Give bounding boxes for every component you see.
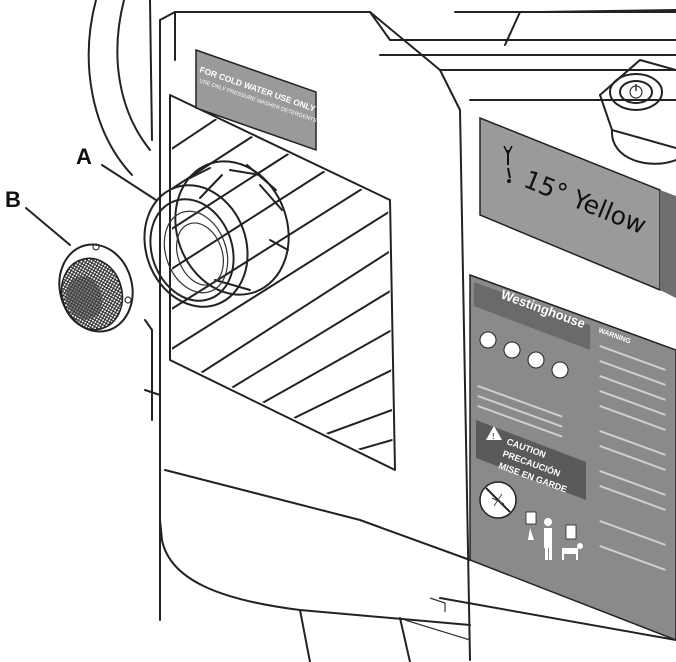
callout-b: B: [5, 187, 71, 246]
nozzle-tag: 15° Yellow: [479, 116, 676, 298]
rib-panel: [169, 94, 396, 471]
nozzle-spray-icon: [503, 145, 513, 183]
caution-triangle-icon: !: [486, 426, 502, 441]
svg-text:!: !: [492, 432, 495, 441]
animal-icon: [562, 543, 583, 560]
cold-water-label: FOR COLD WATER USE ONLY USE ONLY PRESSUR…: [195, 48, 318, 152]
callout-a-letter: A: [76, 144, 92, 169]
person-icon: [544, 518, 552, 560]
control-knob: [599, 59, 676, 165]
filter-screen-b: [58, 243, 134, 333]
hose-reel-outline: [87, 0, 153, 176]
lower-body-details: [144, 319, 471, 641]
callout-a: A: [76, 144, 157, 201]
power-button-icon: [629, 84, 643, 99]
washer-housing: [159, 9, 676, 662]
callout-b-letter: B: [5, 187, 21, 212]
hose-fitting-a: [143, 160, 290, 308]
no-spray-people-icon: [479, 481, 517, 519]
safety-warning-label: Westinghouse WARNING !: [469, 273, 676, 641]
